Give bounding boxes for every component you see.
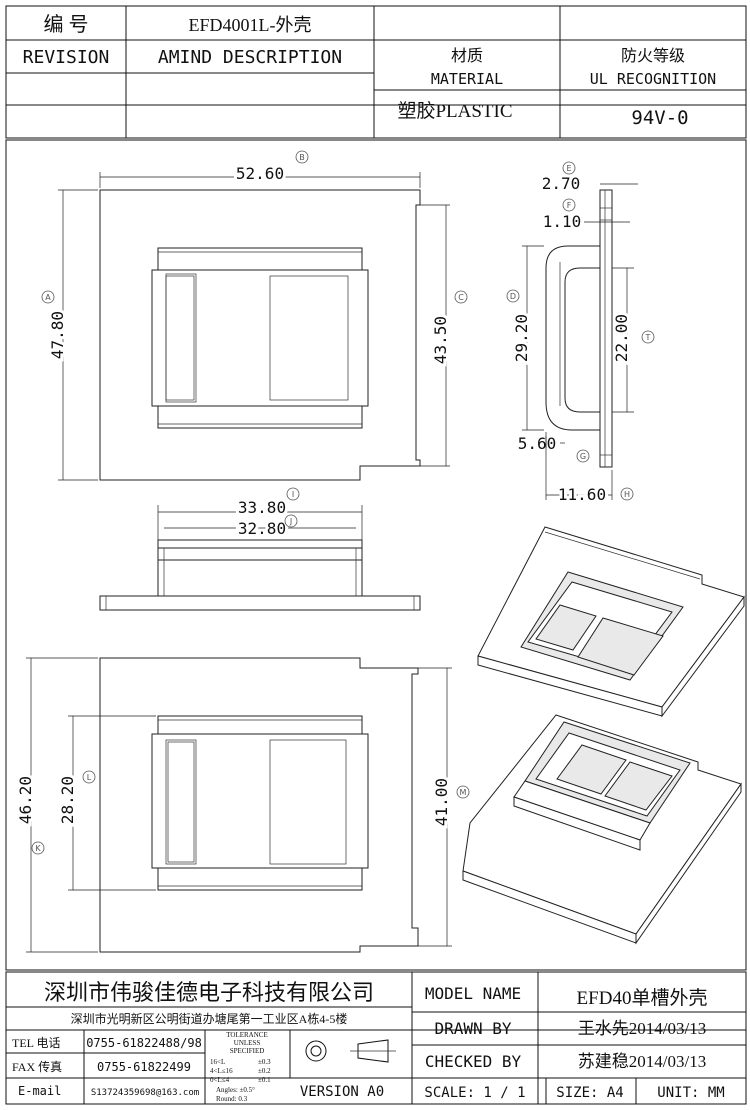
marker-L: L xyxy=(87,773,92,782)
dim-D-value: 29.20 xyxy=(512,314,531,362)
revision-label: REVISION xyxy=(23,47,110,68)
dim-G-value: 5.60 xyxy=(518,434,557,453)
isometric-view-bottom xyxy=(462,714,742,945)
ul-en-label: UL RECOGNITION xyxy=(590,70,716,88)
marker-E: E xyxy=(566,164,571,173)
isometric-view-top xyxy=(477,526,745,718)
checked-by-value: 苏建稳2014/03/13 xyxy=(578,1052,706,1071)
tol-range-2: 4<L≤16 xyxy=(210,1067,233,1075)
ul-value: 94V-0 xyxy=(631,107,688,129)
dim-I-value: 33.80 xyxy=(238,498,286,517)
dim-E-value: 2.70 xyxy=(542,174,581,193)
marker-B: B xyxy=(299,153,305,162)
dim-F-value: 1.10 xyxy=(543,212,582,231)
tolerance-specified: SPECIFIED xyxy=(230,1047,265,1055)
email-value: S13724359698@163.com xyxy=(91,1088,199,1098)
tel-label: TEL 电话 xyxy=(12,1036,61,1050)
marker-M: M xyxy=(460,788,467,797)
company-name: 深圳市伟骏佳德电子科技有限公司 xyxy=(44,980,374,1005)
dim-J-value: 32.80 xyxy=(238,519,286,538)
material-en-label: MATERIAL xyxy=(431,70,503,88)
amend-description-label: AMIND DESCRIPTION xyxy=(158,47,342,68)
drawn-by-label: DRAWN BY xyxy=(434,1019,511,1038)
model-name-value: EFD40单槽外壳 xyxy=(577,987,708,1009)
dim-H-value: 11.60 xyxy=(558,485,606,504)
tel-value: 0755-61822488/98 xyxy=(86,1036,202,1050)
dim-C-value: 43.50 xyxy=(431,316,450,364)
model-name-label: MODEL NAME xyxy=(425,984,521,1003)
dim-K-value: 46.20 xyxy=(16,776,35,824)
checked-by-label: CHECKED BY xyxy=(425,1052,522,1071)
dim-A-value: 47.80 xyxy=(48,311,67,359)
fax-value: 0755-61822499 xyxy=(97,1060,191,1074)
marker-K: K xyxy=(35,844,41,853)
title-block: 深圳市伟骏佳德电子科技有限公司 深圳市光明新区公明街道办塘尾第一工业区A栋4-5… xyxy=(5,971,747,1105)
tolerance-angles: Angles: ±0.5° xyxy=(216,1086,255,1094)
drawn-by-value: 王水先2014/03/13 xyxy=(578,1019,706,1038)
marker-J: J xyxy=(289,517,292,526)
ul-cn-label: 防火等级 xyxy=(621,47,685,65)
drawing-frame xyxy=(5,139,747,971)
header-table: 编 号 EFD4001L-外壳 REVISION AMIND DESCRIPTI… xyxy=(5,5,747,139)
side-section-view: 2.70 E 1.10 F 29.20 D 22.00 T 5.60 G 11.… xyxy=(506,161,655,507)
scale-label: SCALE: 1 / 1 xyxy=(424,1085,525,1101)
size-label: SIZE: A4 xyxy=(556,1085,623,1101)
material-cn-label: 材质 xyxy=(451,47,483,65)
tol-range-3: 0<L≤4 xyxy=(210,1076,230,1084)
dim-M-value: 41.00 xyxy=(432,778,451,826)
marker-F: F xyxy=(567,201,572,210)
email-label: E-mail xyxy=(18,1084,61,1098)
tolerance-unless: UNLESS xyxy=(234,1039,261,1047)
version-label: VERSION A0 xyxy=(300,1084,384,1100)
top-view: 52.60 B 47.80 A 43.50 C xyxy=(41,150,468,481)
tol-range-1: 16<L xyxy=(210,1058,225,1066)
marker-H: H xyxy=(624,490,630,499)
bottom-view: 46.20 K 28.20 L 41.00 M xyxy=(13,657,470,953)
fax-label: FAX 传真 xyxy=(12,1059,62,1074)
marker-C: C xyxy=(458,293,464,302)
tol-value-1: ±0.3 xyxy=(258,1058,271,1066)
front-view: 33.80 I 32.80 J xyxy=(99,487,421,611)
dim-B-value: 52.60 xyxy=(236,164,284,183)
dim-L-value: 28.20 xyxy=(58,776,77,824)
marker-T: T xyxy=(645,333,651,342)
marker-G: G xyxy=(580,452,586,461)
tolerance-round: Round: 0.3 xyxy=(216,1095,248,1103)
projection-symbol-icon xyxy=(305,1039,396,1063)
unit-label: UNIT: MM xyxy=(657,1085,724,1101)
marker-I: I xyxy=(292,490,294,499)
marker-D: D xyxy=(510,292,516,301)
marker-A: A xyxy=(45,293,51,302)
tol-value-3: ±0.1 xyxy=(258,1076,271,1084)
tolerance-title: TOLERANCE xyxy=(226,1031,267,1039)
material-value: 塑胶PLASTIC xyxy=(397,100,512,122)
company-address: 深圳市光明新区公明街道办塘尾第一工业区A栋4-5楼 xyxy=(71,1011,348,1026)
dim-T-value: 22.00 xyxy=(612,314,631,362)
tol-value-2: ±0.2 xyxy=(258,1067,271,1075)
number-label: 编 号 xyxy=(44,13,89,36)
part-number: EFD4001L-外壳 xyxy=(189,15,312,35)
